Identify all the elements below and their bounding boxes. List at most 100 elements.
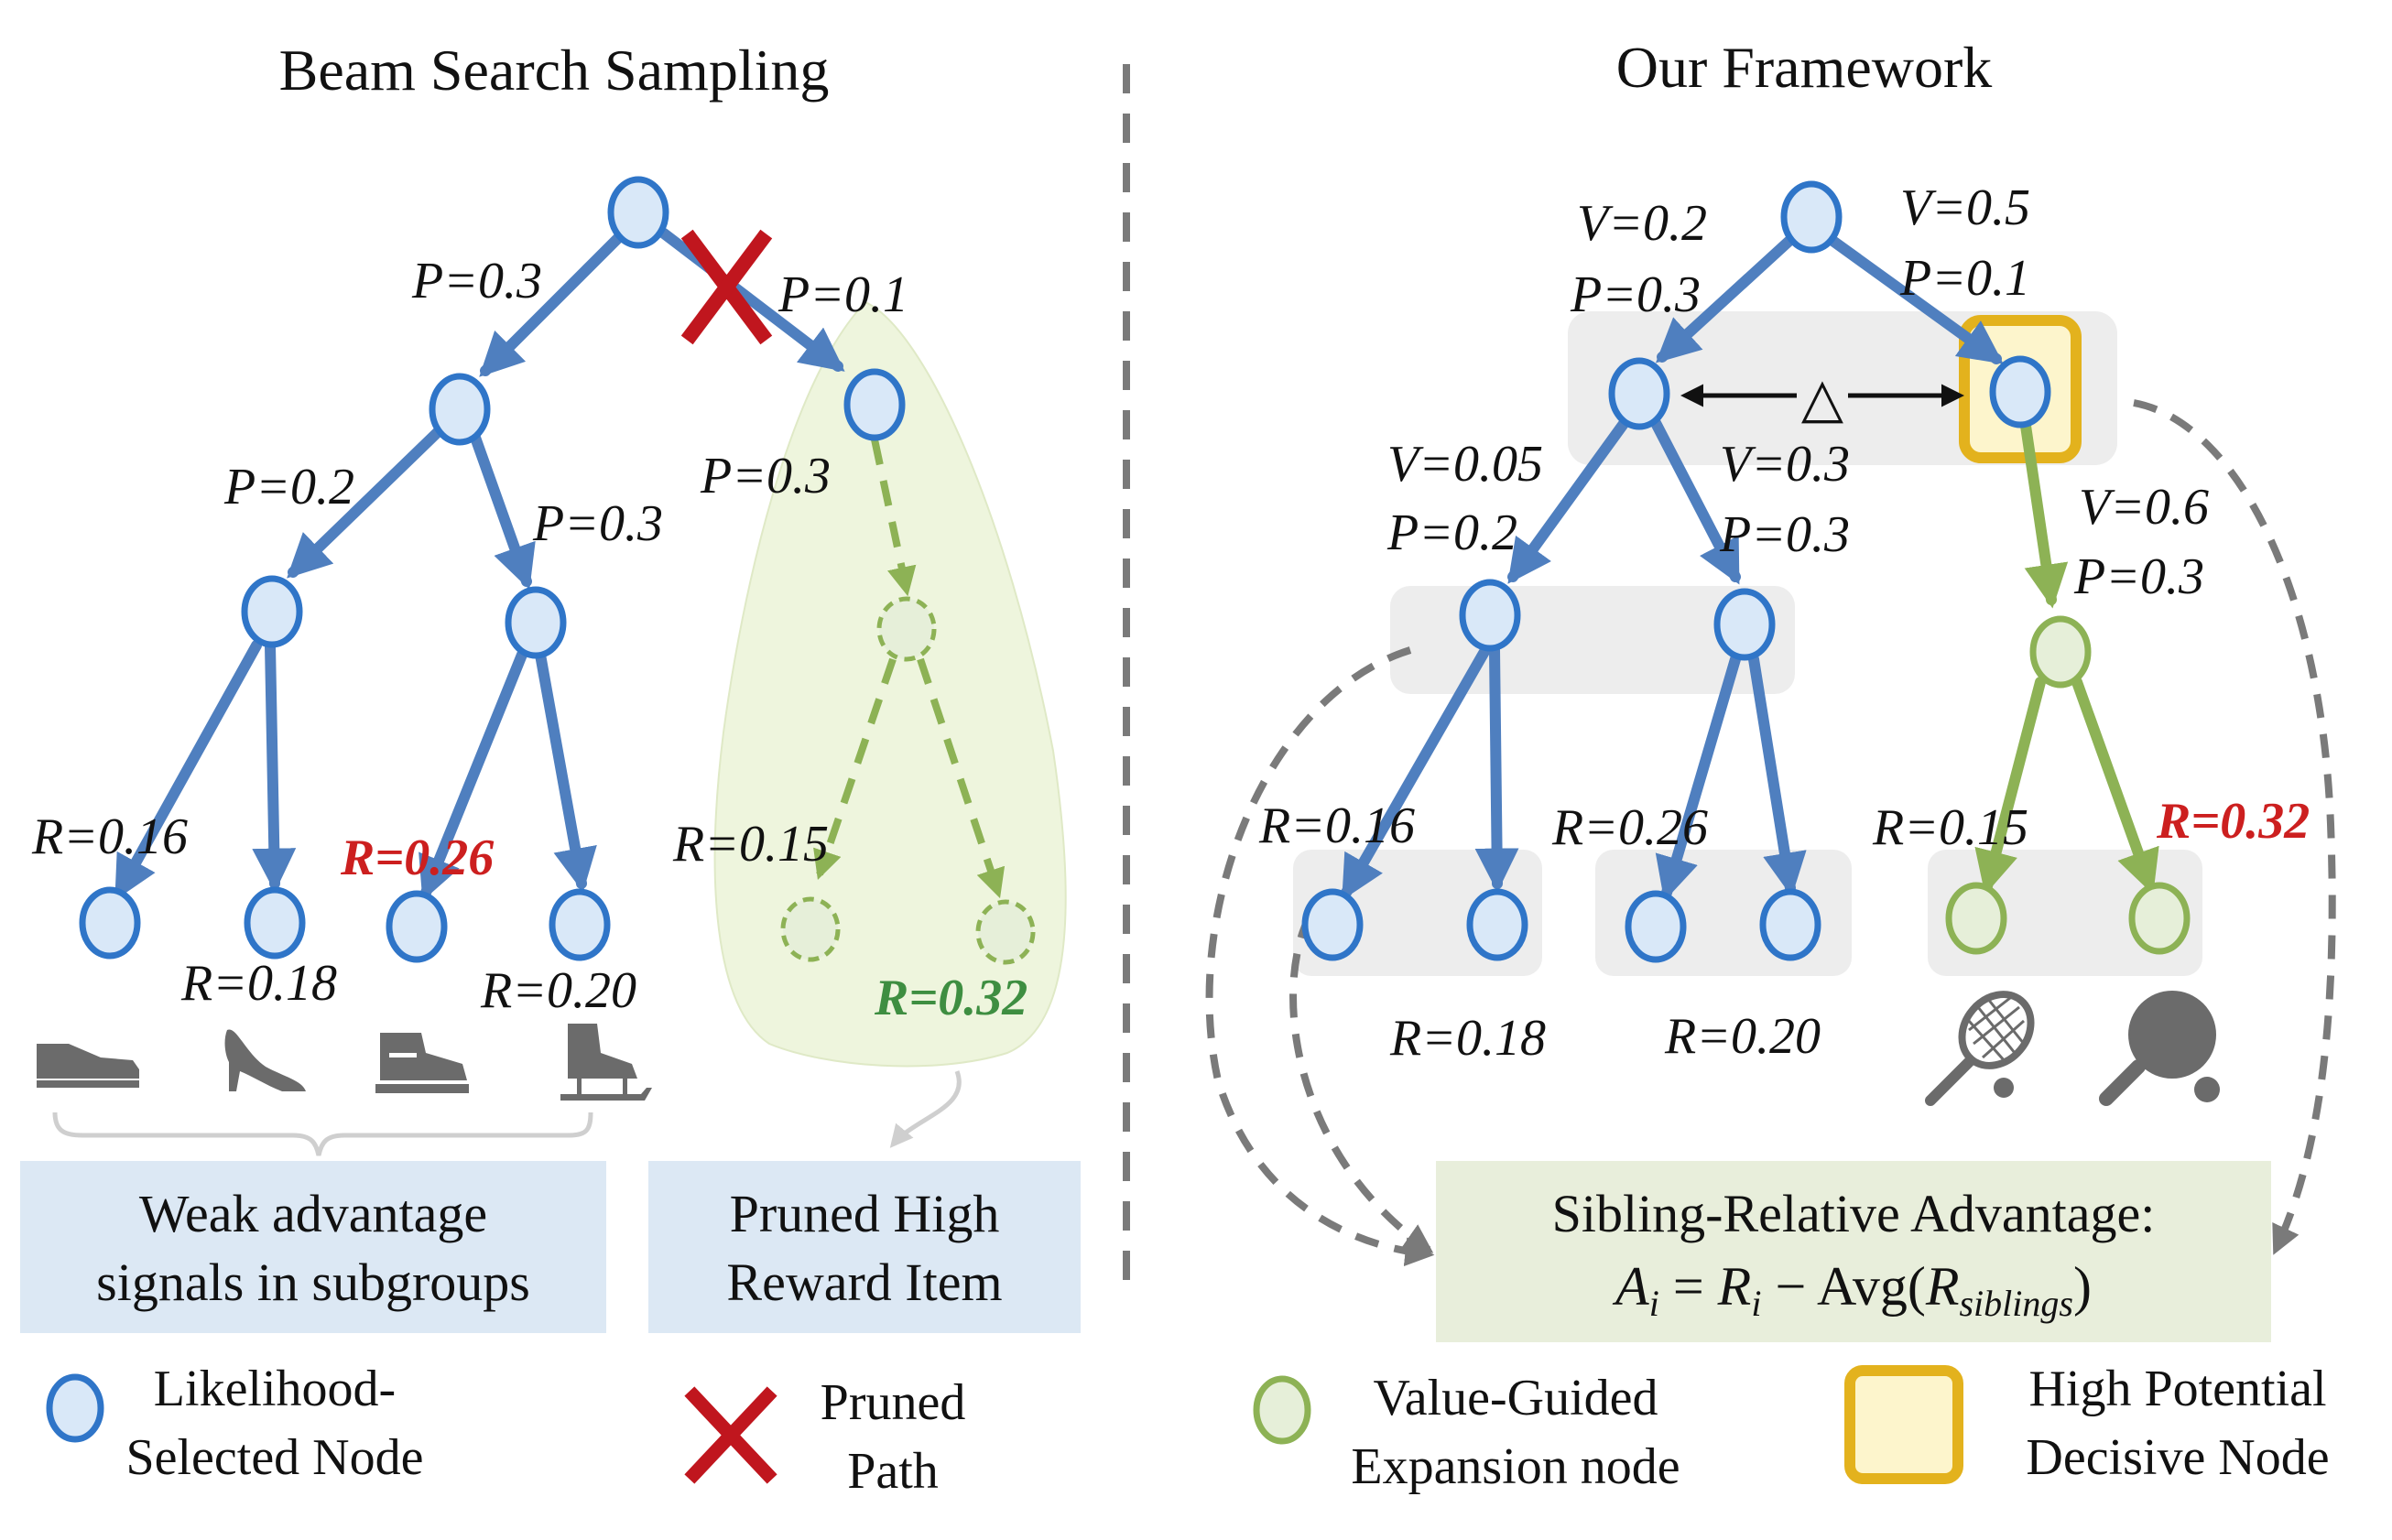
sibling-advantage-formula: Ai = Ri − Avg(Rsiblings) (1612, 1256, 2092, 1324)
weak-advantage-line1: Weak advantage (139, 1184, 487, 1243)
edge-label-r-a-right-v: V=0.3 (1720, 436, 1850, 493)
legend-pruned-line1: Pruned (821, 1374, 966, 1431)
edge-pruned-down (871, 439, 917, 597)
edge-label-root-left: P=0.3 (411, 253, 542, 309)
right-node-a (1608, 357, 1670, 430)
right-reward-3: R=0.26 (1551, 799, 1708, 856)
left-leaf-4 (549, 888, 611, 961)
edge-label-r-a-left-p: P=0.2 (1386, 504, 1517, 561)
right-panel: Our Framework (1205, 35, 2336, 1495)
legend-likelihood-line2: Selected Node (126, 1429, 424, 1486)
sibling-advantage-box (1436, 1161, 2271, 1342)
edge-l1-a (114, 640, 262, 901)
right-reward-4: R=0.20 (1664, 1008, 1821, 1065)
formula-R: R (1717, 1256, 1752, 1317)
edge-r-d-left (1655, 654, 1741, 902)
right-reward-5: R=0.15 (1872, 799, 2028, 856)
edge-l2-b (535, 649, 597, 893)
sneaker-icon (375, 1033, 469, 1093)
tennis-racket-icon (1925, 991, 2035, 1106)
right-node-e (2029, 615, 2092, 689)
formula-avg: Avg( (1817, 1256, 1926, 1317)
ping-pong-paddle-icon (2099, 991, 2220, 1106)
legend-decisive-line1: High Potential (2028, 1361, 2326, 1417)
legend-pruned-line2: Path (847, 1443, 939, 1500)
legend-decisive-line2: Decisive Node (2026, 1429, 2329, 1486)
formula-A: A (1612, 1256, 1649, 1317)
pruned-node-mid (876, 596, 937, 662)
edge-r-a-left (1507, 416, 1631, 584)
sibling-advantage-line1: Sibling-Relative Advantage: (1552, 1184, 2156, 1243)
right-reward-1: R=0.16 (1258, 797, 1415, 854)
left-leaf-1 (79, 886, 141, 960)
edge-r-root-right (1826, 234, 2004, 364)
formula-R2: R (1925, 1256, 1960, 1317)
formula-sub-i: i (1649, 1283, 1659, 1324)
formula-close: ) (2073, 1256, 2092, 1317)
edge-r-a-right (1650, 418, 1741, 585)
edge-r-c-left (1341, 645, 1491, 901)
edge-r-d-right (1748, 654, 1807, 897)
edge-label-root-right: P=0.1 (777, 266, 908, 323)
delta-symbol: △ (1801, 368, 1843, 428)
left-reward-1: R=0.16 (31, 808, 188, 865)
weak-bracket (52, 1112, 593, 1156)
left-title: Beam Search Sampling (279, 38, 830, 103)
legend-pruned-cross-icon (684, 1386, 777, 1484)
right-green-edges (1974, 420, 2159, 895)
dashed-arrow-left-outer (1205, 646, 1435, 1267)
edge-l1-b (252, 640, 297, 893)
pruned-cross-icon (680, 229, 773, 345)
right-node-d (1713, 588, 1776, 661)
sibling-dashed-arrows (1205, 399, 2336, 1267)
dashed-arrow-left-inner (1289, 914, 1434, 1253)
edge-root-right (658, 228, 845, 372)
right-blue-edges (1341, 234, 2004, 902)
pruned-box-line1: Pruned High (730, 1184, 1000, 1243)
right-reward-6: R=0.32 (2156, 793, 2310, 850)
left-node-c (241, 575, 303, 648)
edge-label-r-root-right-v: V=0.5 (1900, 179, 2030, 236)
edge-r-b-down (2020, 420, 2069, 609)
formula-eq: = (1659, 1256, 1718, 1317)
right-leaf-5 (1945, 882, 2007, 955)
legend-value-line2: Expansion node (1351, 1438, 1680, 1495)
left-panel: Beam Search Sampling (20, 38, 1081, 1500)
right-node-b-decisive (1989, 355, 2051, 428)
edge-label-n1-right: P=0.3 (532, 495, 663, 552)
legend-value-line1: Value-Guided (1373, 1370, 1658, 1426)
edge-label-r-a-left-v: V=0.05 (1387, 436, 1543, 493)
left-leaf-2 (244, 886, 306, 960)
right-leaf-1 (1301, 888, 1364, 961)
left-node-d (505, 586, 567, 659)
edge-n1-left (287, 425, 445, 579)
edge-label-r-root-left-p: P=0.3 (1570, 266, 1701, 323)
legend-likelihood-line1: Likelihood- (154, 1361, 396, 1417)
edge-label-r-b-down-v: V=0.6 (2079, 479, 2209, 536)
edge-n1-right (469, 429, 536, 591)
left-leaf-3 (386, 890, 448, 963)
right-leaf-4 (1759, 888, 1821, 961)
left-reward-4: R=0.20 (480, 962, 636, 1019)
right-node-c (1459, 579, 1521, 652)
right-root-node (1780, 180, 1843, 254)
right-leaf-3 (1625, 890, 1687, 963)
left-pruned-nodes (780, 596, 1036, 965)
formula-sub-i2: i (1751, 1283, 1761, 1324)
edge-r-e-left (1974, 677, 2046, 895)
legend-likelihood-node-icon (46, 1373, 104, 1443)
edge-label-r-b-down-p: P=0.3 (2073, 548, 2204, 605)
legend-value-node-icon (1253, 1375, 1311, 1445)
left-green-dashed-edges (813, 439, 1006, 899)
edge-root-left (479, 228, 628, 377)
edge-label-r-root-right-p: P=0.1 (1899, 250, 2030, 307)
edge-pruned-left (813, 657, 897, 881)
shoe-icon (37, 1044, 139, 1088)
left-reward-2: R=0.18 (180, 955, 337, 1012)
right-leaf-2 (1466, 888, 1528, 961)
right-blue-nodes (1301, 180, 2051, 963)
ice-skate-icon (560, 1024, 652, 1101)
weak-advantage-line2: signals in subgroups (96, 1253, 530, 1312)
formula-minus: − (1761, 1256, 1817, 1317)
pruned-curve-arrow (889, 1070, 962, 1148)
